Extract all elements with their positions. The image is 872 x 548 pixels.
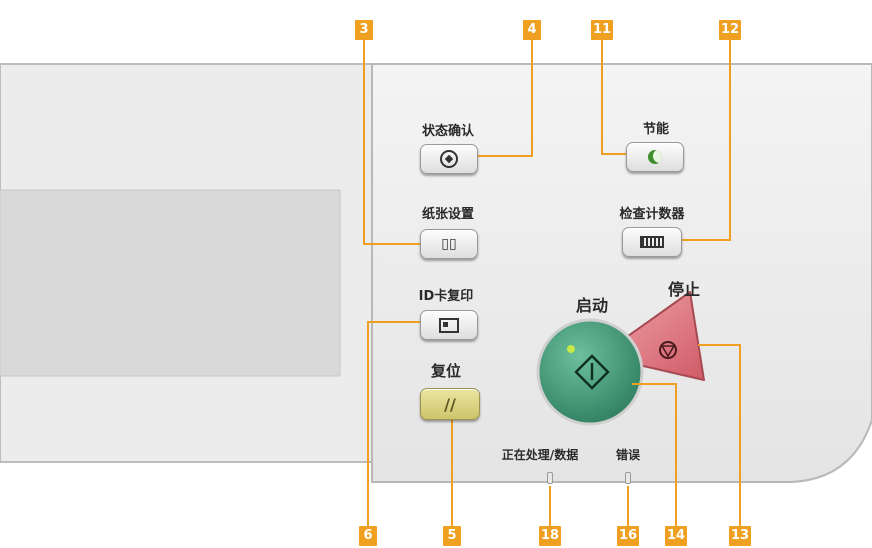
start-label: 启动 bbox=[575, 296, 609, 315]
reset-label: 复位 bbox=[430, 362, 462, 380]
error-label: 错误 bbox=[615, 448, 641, 462]
callout-status-check: 4 bbox=[523, 20, 541, 40]
status-check-icon bbox=[440, 150, 458, 168]
start-led bbox=[567, 345, 575, 353]
reset-icon: // bbox=[444, 394, 456, 414]
callout-start: 14 bbox=[665, 526, 687, 546]
counter-check-button[interactable] bbox=[622, 227, 682, 257]
stop-label: 停止 bbox=[667, 280, 701, 299]
processing-data-label: 正在处理/数据 bbox=[501, 448, 579, 462]
reset-button[interactable]: // bbox=[420, 388, 480, 420]
stop-button[interactable] bbox=[610, 296, 702, 378]
start-button-shape bbox=[536, 318, 644, 426]
callout-id-card-copy: 6 bbox=[359, 526, 377, 546]
callout-reset: 5 bbox=[443, 526, 461, 546]
counter-icon bbox=[640, 236, 664, 248]
paper-settings-button[interactable]: ▯▯ bbox=[420, 229, 478, 259]
callout-counter-check: 12 bbox=[719, 20, 741, 40]
callout-energy-saver: 11 bbox=[591, 20, 613, 40]
counter-check-label: 检查计数器 bbox=[619, 207, 685, 222]
id-card-copy-button[interactable] bbox=[420, 310, 478, 340]
paper-settings-icon: ▯▯ bbox=[441, 236, 457, 252]
moon-icon bbox=[648, 150, 662, 164]
callout-error: 16 bbox=[617, 526, 639, 546]
stop-icon bbox=[659, 341, 677, 359]
processing-data-led bbox=[547, 472, 553, 484]
status-check-button[interactable] bbox=[420, 144, 478, 174]
callout-stop: 13 bbox=[729, 526, 751, 546]
callout-processing-data: 18 bbox=[539, 526, 561, 546]
id-card-icon bbox=[439, 317, 459, 333]
start-icon bbox=[574, 354, 610, 390]
paper-settings-label: 纸张设置 bbox=[421, 207, 475, 222]
energy-saver-label: 节能 bbox=[642, 122, 670, 137]
energy-saver-button[interactable] bbox=[626, 142, 684, 172]
error-led bbox=[625, 472, 631, 484]
callout-paper-settings: 3 bbox=[355, 20, 373, 40]
status-check-label: 状态确认 bbox=[421, 124, 475, 139]
display-screen bbox=[0, 189, 341, 377]
id-card-copy-label: ID卡复印 bbox=[418, 289, 474, 304]
